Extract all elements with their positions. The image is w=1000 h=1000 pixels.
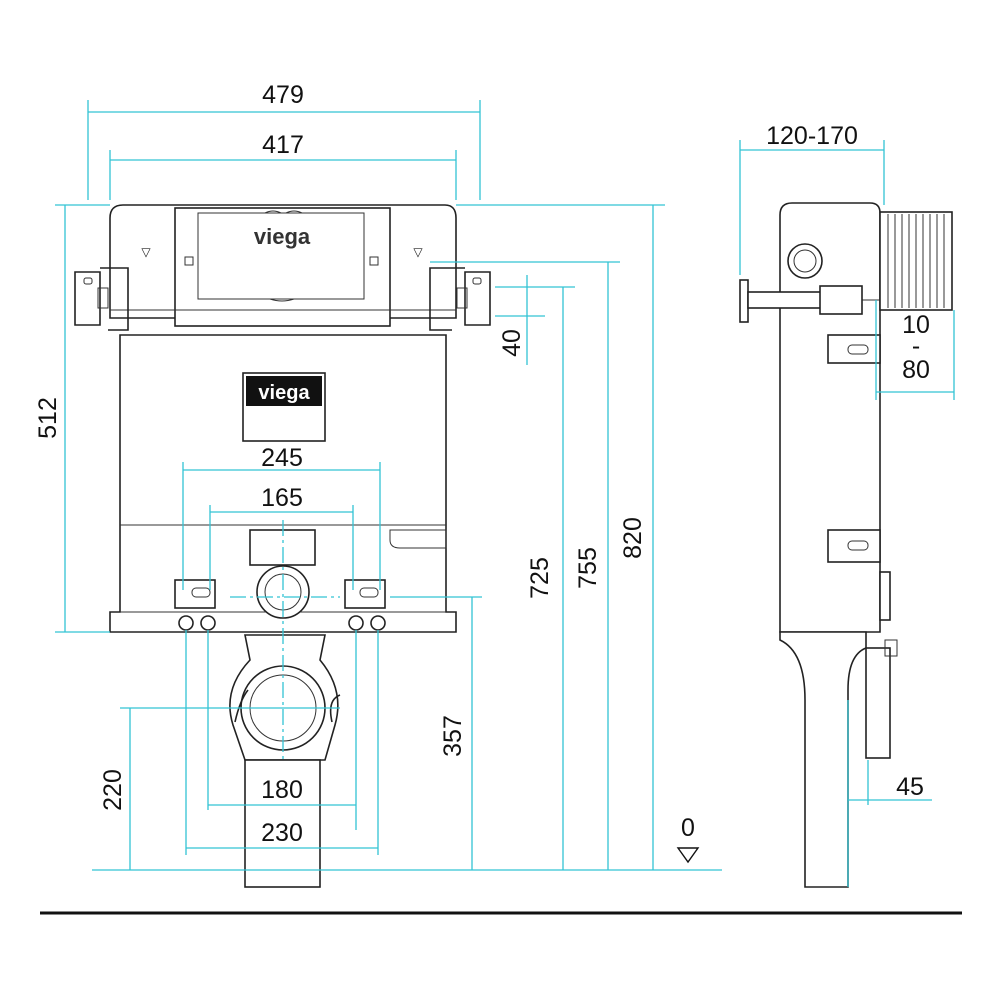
dim-512: 512 (34, 397, 62, 439)
stud-3 (348, 615, 364, 631)
plate-screw-right (369, 256, 379, 266)
dim-725: 725 (526, 557, 554, 599)
plate-screw-left (184, 256, 194, 266)
dim-479: 479 (262, 81, 304, 109)
floor-marker-icon (676, 847, 700, 864)
lug-left-slot (191, 587, 211, 598)
flush-plate-clips (264, 210, 303, 302)
lug-right (344, 579, 386, 609)
side-drain-cap (884, 639, 898, 657)
dim-220: 220 (99, 769, 127, 811)
actuator-plate (739, 279, 749, 323)
flush-plate-opening (174, 207, 391, 327)
dim-230: 230 (261, 819, 303, 847)
stud-4 (370, 615, 386, 631)
side-lug-lower (827, 529, 881, 563)
dim-40: 40 (498, 329, 526, 357)
cistern-logo: viega (254, 224, 311, 249)
dim-floor-0: 0 (681, 814, 695, 842)
lug-left (174, 579, 216, 609)
side-clamp (879, 571, 891, 621)
side-lug-upper (827, 334, 881, 364)
dim-755: 755 (574, 547, 602, 589)
dim-80: 80 (902, 356, 930, 384)
drain-pipe (244, 759, 321, 888)
dimension-labels: 479 417 512 40 725 755 820 357 220 245 1… (34, 81, 930, 847)
frame-body (109, 334, 457, 633)
water-level-left-icon: ▽ (141, 245, 151, 259)
bracket-left (74, 271, 101, 326)
dim-120-170: 120-170 (766, 122, 858, 150)
dim-165: 165 (261, 484, 303, 512)
actuator-clip (819, 285, 863, 315)
side-flush-port-inner (793, 249, 817, 273)
bracket-left-clamp (97, 287, 109, 309)
lug-right-slot (359, 587, 379, 598)
bracket-right-slot (472, 277, 482, 285)
dim-10: 10 (902, 311, 930, 339)
dim-180: 180 (261, 776, 303, 804)
dim-417: 417 (262, 131, 304, 159)
side-lug-upper-slot (847, 344, 869, 355)
dim-dash: - (912, 332, 920, 360)
side-view (739, 202, 953, 888)
corrugations (887, 214, 945, 308)
dim-245: 245 (261, 444, 303, 472)
bracket-left-slot (83, 277, 93, 285)
dim-820: 820 (619, 517, 647, 559)
water-level-right-icon: ▽ (413, 245, 423, 259)
frame-right-box (389, 529, 447, 549)
stud-2 (200, 615, 216, 631)
stud-1 (178, 615, 194, 631)
drain-clips (234, 689, 341, 723)
side-lug-lower-slot (847, 540, 869, 551)
side-flush-port (787, 243, 823, 279)
side-drain (779, 631, 867, 888)
dimension-lines (55, 100, 955, 887)
front-view: viega ▽ ▽ viega (74, 204, 491, 888)
dim-45: 45 (896, 773, 924, 801)
dim-357: 357 (439, 715, 467, 757)
brand-plate-logo: viega (258, 382, 310, 404)
bracket-right-clamp (456, 287, 468, 309)
bracket-left-arm (100, 267, 129, 331)
bracket-right (464, 271, 491, 326)
side-drain-clip (865, 647, 891, 759)
brand-plate-band (246, 376, 322, 406)
bracket-right-arm (429, 267, 465, 331)
